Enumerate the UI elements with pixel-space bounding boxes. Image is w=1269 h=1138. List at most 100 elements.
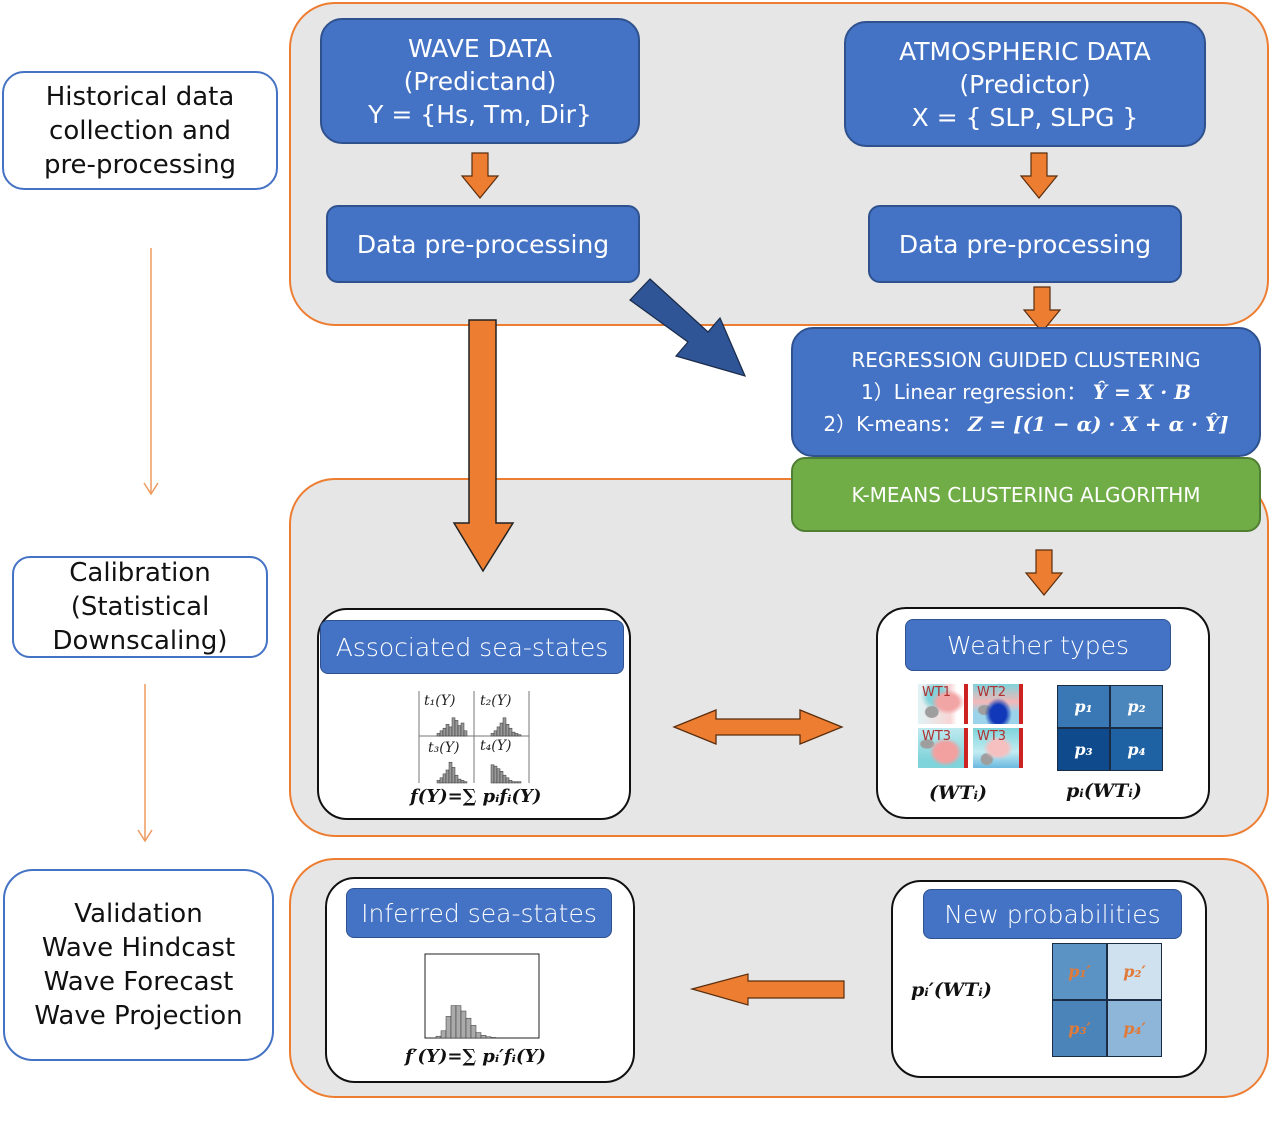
wave-preprocessing-box: Data pre-processing xyxy=(326,205,640,283)
regression-title: REGRESSION GUIDED CLUSTERING xyxy=(851,348,1201,372)
regression-step1-formula: Ŷ = X · B xyxy=(1092,380,1192,404)
hist-bar xyxy=(505,777,510,784)
hist-bar xyxy=(493,730,498,737)
hist-bar xyxy=(451,717,456,737)
atmos-data-title: ATMOSPHERIC DATA xyxy=(899,36,1151,66)
assoc-panel-label-1: t₁(Y) xyxy=(424,693,456,709)
weather-maps-caption: (WTᵢ) xyxy=(929,782,988,804)
hist-bar xyxy=(514,781,519,784)
new-prob-grid: p₁′ p₂′ p₃′ p₄′ xyxy=(1052,943,1162,1057)
arrow-wave-to-preproc xyxy=(460,152,500,199)
hist-bar xyxy=(460,722,465,737)
inferred-hist-bar xyxy=(480,1035,487,1039)
new-probs-title-bar: New probabilities xyxy=(923,889,1182,939)
hist-bar xyxy=(454,720,459,737)
weather-map-1: WT1 xyxy=(918,684,968,724)
hist-bar xyxy=(457,725,462,737)
regression-step1-label: 1）Linear regression： xyxy=(860,380,1087,404)
weather-prob-2: p₂ xyxy=(1110,685,1163,728)
arrow-double-associated-weather xyxy=(672,709,844,745)
hist-bar xyxy=(502,717,507,737)
inferred-formula: f′(Y)=∑ pᵢ′fᵢ(Y) xyxy=(405,1046,546,1067)
hist-bar xyxy=(457,778,462,784)
arrow-preproc-to-regression xyxy=(1022,286,1062,333)
regression-step2: 2）K-means： Z = [(1 − α) · X + α · Ŷ] xyxy=(823,408,1228,440)
new-prob-2: p₂′ xyxy=(1107,943,1162,1000)
hist-bar xyxy=(445,769,450,784)
regression-box: REGRESSION GUIDED CLUSTERING 1）Linear re… xyxy=(791,327,1261,457)
hist-bar xyxy=(499,722,504,737)
stage-calibration-label: Calibration (Statistical Downscaling) xyxy=(52,558,228,656)
hist-bar xyxy=(439,730,444,737)
stage-arrow-2 xyxy=(137,684,153,843)
stage-historical: Historical data collection and pre-proce… xyxy=(2,71,278,190)
atmos-preprocessing-label: Data pre-processing xyxy=(898,229,1152,259)
weather-map-3: WT3 xyxy=(918,728,968,768)
inferred-hist-bar xyxy=(460,1010,467,1039)
hist-bar xyxy=(463,781,468,784)
hist-bar xyxy=(436,780,441,784)
weather-map-4: WT3 xyxy=(973,728,1023,768)
arrow-kmeans-to-weather xyxy=(1024,549,1064,596)
inferred-hist-frame xyxy=(424,953,540,1039)
stage-arrow-1 xyxy=(143,248,159,496)
weather-prob-4: p₄ xyxy=(1110,728,1163,771)
new-prob-3: p₃′ xyxy=(1052,1000,1107,1057)
wave-data-vars: Y = {Hs, Tm, Dir} xyxy=(368,99,592,129)
inferred-hist-bar xyxy=(485,1036,492,1039)
atmos-data-box: ATMOSPHERIC DATA (Predictor) X = { SLP, … xyxy=(844,21,1206,147)
hist-bar xyxy=(442,727,447,737)
hist-bar xyxy=(445,724,450,737)
weather-title: Weather types xyxy=(946,630,1130,660)
weather-prob-grid: p₁ p₂ p₃ p₄ xyxy=(1057,685,1163,771)
inferred-histogram xyxy=(424,953,540,1039)
hist-bar xyxy=(505,724,510,737)
assoc-panel-label-4: t₄(Y) xyxy=(480,738,512,754)
weather-prob-1: p₁ xyxy=(1057,685,1110,728)
associated-histograms xyxy=(418,691,530,784)
hist-bar xyxy=(442,773,447,784)
hist-bar xyxy=(454,774,459,784)
new-prob-1: p₁′ xyxy=(1052,943,1107,1000)
inferred-hist-bar xyxy=(455,1005,462,1039)
hist-bar xyxy=(496,768,501,784)
atmos-data-role: (Predictor) xyxy=(959,69,1091,99)
assoc-panel-label-2: t₂(Y) xyxy=(480,693,512,709)
inferred-hist-bar xyxy=(490,1037,497,1039)
arrow-wave-to-associated xyxy=(452,319,515,573)
associated-title-bar: Associated sea-states xyxy=(320,620,624,674)
hist-bar xyxy=(514,733,519,737)
kmeans-label: K-MEANS CLUSTERING ALGORITHM xyxy=(851,482,1201,507)
hist-bar xyxy=(451,767,456,784)
atmos-data-vars: X = { SLP, SLPG } xyxy=(911,102,1139,132)
associated-title: Associated sea-states xyxy=(335,632,609,662)
weather-probs-caption: pᵢ(WTᵢ) xyxy=(1066,780,1142,802)
new-probs-label: pᵢ′(WTᵢ) xyxy=(911,979,992,1001)
stage-historical-label: Historical data collection and pre-proce… xyxy=(43,81,237,180)
hist-bar xyxy=(517,781,522,784)
inferred-title-bar: Inferred sea-states xyxy=(346,888,612,938)
inferred-hist-bar xyxy=(440,1030,447,1039)
wave-data-role: (Predictand) xyxy=(403,66,557,96)
inferred-hist-bar xyxy=(450,1005,457,1039)
weather-map-2: WT2 xyxy=(973,684,1023,724)
hist-bar xyxy=(502,774,507,784)
wave-data-box: WAVE DATA (Predictand) Y = {Hs, Tm, Dir} xyxy=(320,18,640,144)
hist-bar xyxy=(448,726,453,737)
hist-bar xyxy=(439,777,444,784)
inferred-hist-bar xyxy=(435,1035,442,1039)
inferred-hist-bar xyxy=(445,1016,452,1039)
hist-bar xyxy=(490,764,495,784)
arrow-atmos-to-preproc xyxy=(1019,152,1059,199)
kmeans-box: K-MEANS CLUSTERING ALGORITHM xyxy=(791,457,1261,532)
hist-bar xyxy=(490,733,495,737)
regression-step2-label: 2）K-means： xyxy=(823,412,962,436)
inferred-hist-bar xyxy=(465,1017,472,1039)
hist-bar xyxy=(436,733,441,737)
arrow-newprob-to-inferred xyxy=(689,973,845,1006)
inferred-title: Inferred sea-states xyxy=(361,898,597,928)
wave-preprocessing-label: Data pre-processing xyxy=(356,229,610,259)
hist-bar xyxy=(517,734,522,737)
weather-prob-3: p₃ xyxy=(1057,728,1110,771)
arrow-wave-to-regression xyxy=(629,278,747,377)
